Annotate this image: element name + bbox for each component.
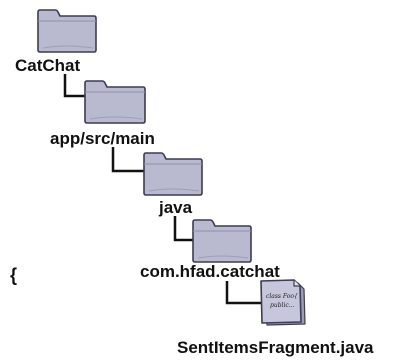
folder-label-catchat: CatChat bbox=[15, 56, 81, 75]
folder-label-java: java bbox=[159, 198, 193, 217]
folder-icon bbox=[192, 219, 252, 263]
folder-icon bbox=[143, 152, 203, 196]
folder-icon bbox=[37, 9, 97, 53]
file-label-sent-items-fragment: SentItemsFragment.java bbox=[177, 338, 374, 357]
tree-connector bbox=[173, 216, 200, 242]
folder-label-com-hfad-catchat: com.hfad.catchat bbox=[140, 262, 280, 281]
tree-connector bbox=[225, 281, 262, 305]
folder-icon bbox=[84, 80, 146, 124]
tree-connector bbox=[111, 147, 144, 173]
brace-mark: { bbox=[10, 265, 18, 285]
folder-label-app-src-main: app/src/main bbox=[50, 129, 155, 148]
tree-connector bbox=[63, 74, 90, 98]
file-code-line-2: public... bbox=[270, 302, 295, 309]
file-code-line-1: class Foo{ bbox=[266, 293, 298, 300]
java-file-icon: class Foo{ public... bbox=[260, 279, 306, 326]
